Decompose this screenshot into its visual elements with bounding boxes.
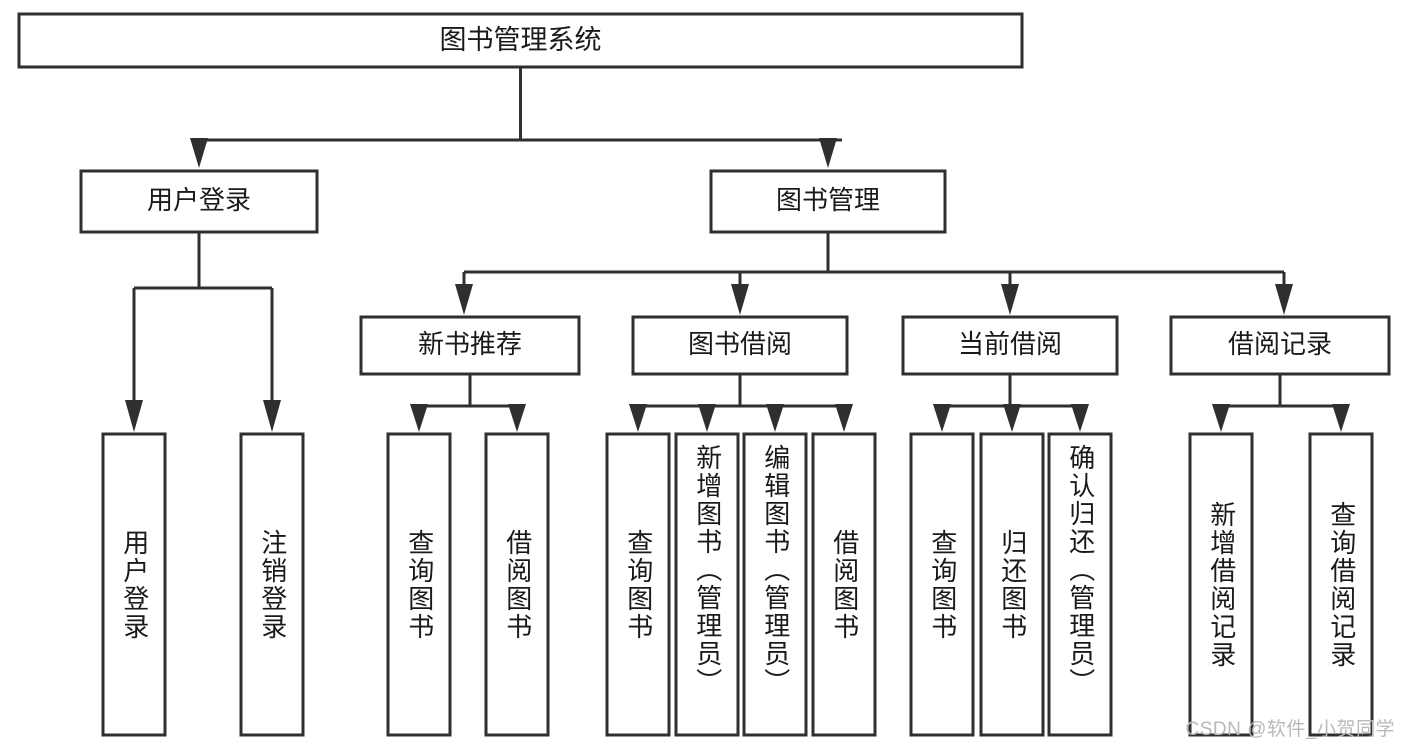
connector-group-borrow-record — [1212, 374, 1350, 432]
node-borrow-record[interactable]: 借阅记录 — [1169, 315, 1391, 376]
node-new-book-rec[interactable]: 新书推荐 — [359, 315, 581, 376]
connector-group-book-manage — [455, 232, 1293, 315]
node-user-login-label: 用户登录 — [147, 185, 251, 215]
node-root-box[interactable] — [17, 12, 1024, 69]
connector-group-root — [190, 67, 842, 168]
leaf-box-user-login[interactable] — [101, 432, 167, 737]
leaf-box-logout[interactable] — [239, 432, 305, 737]
watermark-text: CSDN @软件_小贺同学 — [1185, 719, 1395, 740]
arrow-head-leaf-add-record — [1212, 404, 1230, 432]
node-new-book-rec-label: 新书推荐 — [418, 329, 522, 359]
leaf-box-query-record[interactable] — [1308, 432, 1374, 737]
leaf-box-query-book-bb[interactable] — [605, 432, 671, 737]
connector-group-new-book-rec — [410, 374, 526, 432]
node-root-label: 图书管理系统 — [440, 25, 602, 55]
leaf-box-borrow-book-bb[interactable] — [811, 432, 877, 737]
arrow-head-leaf-query-book-cb — [933, 404, 951, 432]
node-borrow-record-label: 借阅记录 — [1228, 329, 1332, 359]
arrow-head-leaf-confirm-return — [1071, 404, 1089, 432]
node-current-borrow-box[interactable] — [901, 315, 1119, 376]
leaf-box-add-record[interactable] — [1188, 432, 1254, 737]
arrow-head-user-login — [190, 138, 208, 168]
arrow-head-leaf-edit-book — [766, 404, 784, 432]
node-book-manage[interactable]: 图书管理 — [709, 169, 947, 234]
node-current-borrow[interactable]: 当前借阅 — [901, 315, 1119, 376]
leaf-box-borrow-book-rec[interactable] — [484, 432, 550, 737]
node-book-borrow-label: 图书借阅 — [688, 329, 792, 359]
arrow-head-borrow-record — [1275, 284, 1293, 315]
node-root[interactable]: 图书管理系统 — [17, 12, 1024, 69]
connector-group-user-login — [125, 232, 281, 432]
arrow-head-book-manage — [819, 138, 837, 168]
arrow-head-book-borrow — [731, 284, 749, 315]
node-book-manage-label: 图书管理 — [776, 185, 880, 215]
node-borrow-record-box[interactable] — [1169, 315, 1391, 376]
leaf-box-add-book[interactable] — [674, 432, 740, 737]
node-new-book-rec-box[interactable] — [359, 315, 581, 376]
arrow-head-leaf-user-login — [125, 400, 143, 432]
leaf-box-query-book-cb[interactable] — [909, 432, 975, 737]
arrow-head-current-borrow — [1001, 284, 1019, 315]
node-book-manage-box[interactable] — [709, 169, 947, 234]
leaf-box-edit-book[interactable] — [742, 432, 808, 737]
arrow-head-leaf-borrow-book-bb — [835, 404, 853, 432]
arrow-head-leaf-logout — [263, 400, 281, 432]
leaf-box-confirm-return[interactable] — [1047, 432, 1113, 737]
leaf-box-return-book[interactable] — [979, 432, 1045, 737]
leaf-box-query-book-rec[interactable] — [386, 432, 452, 737]
leaf-box-group — [101, 432, 1374, 737]
arrow-head-leaf-query-book-bb — [629, 404, 647, 432]
connector-group-book-borrow — [629, 374, 853, 432]
arrow-head-leaf-add-book — [698, 404, 716, 432]
arrow-head-leaf-return-book — [1003, 404, 1021, 432]
arrow-head-new-book-rec — [455, 284, 473, 315]
node-current-borrow-label: 当前借阅 — [958, 329, 1062, 359]
arrow-head-leaf-query-book-rec — [410, 404, 428, 432]
node-user-login-box[interactable] — [79, 169, 319, 234]
arrow-head-leaf-query-record — [1332, 404, 1350, 432]
arrow-head-leaf-borrow-book-rec — [508, 404, 526, 432]
node-user-login[interactable]: 用户登录 — [79, 169, 319, 234]
node-book-borrow-box[interactable] — [631, 315, 849, 376]
connector-group-current-borrow — [933, 374, 1089, 432]
node-book-borrow[interactable]: 图书借阅 — [631, 315, 849, 376]
